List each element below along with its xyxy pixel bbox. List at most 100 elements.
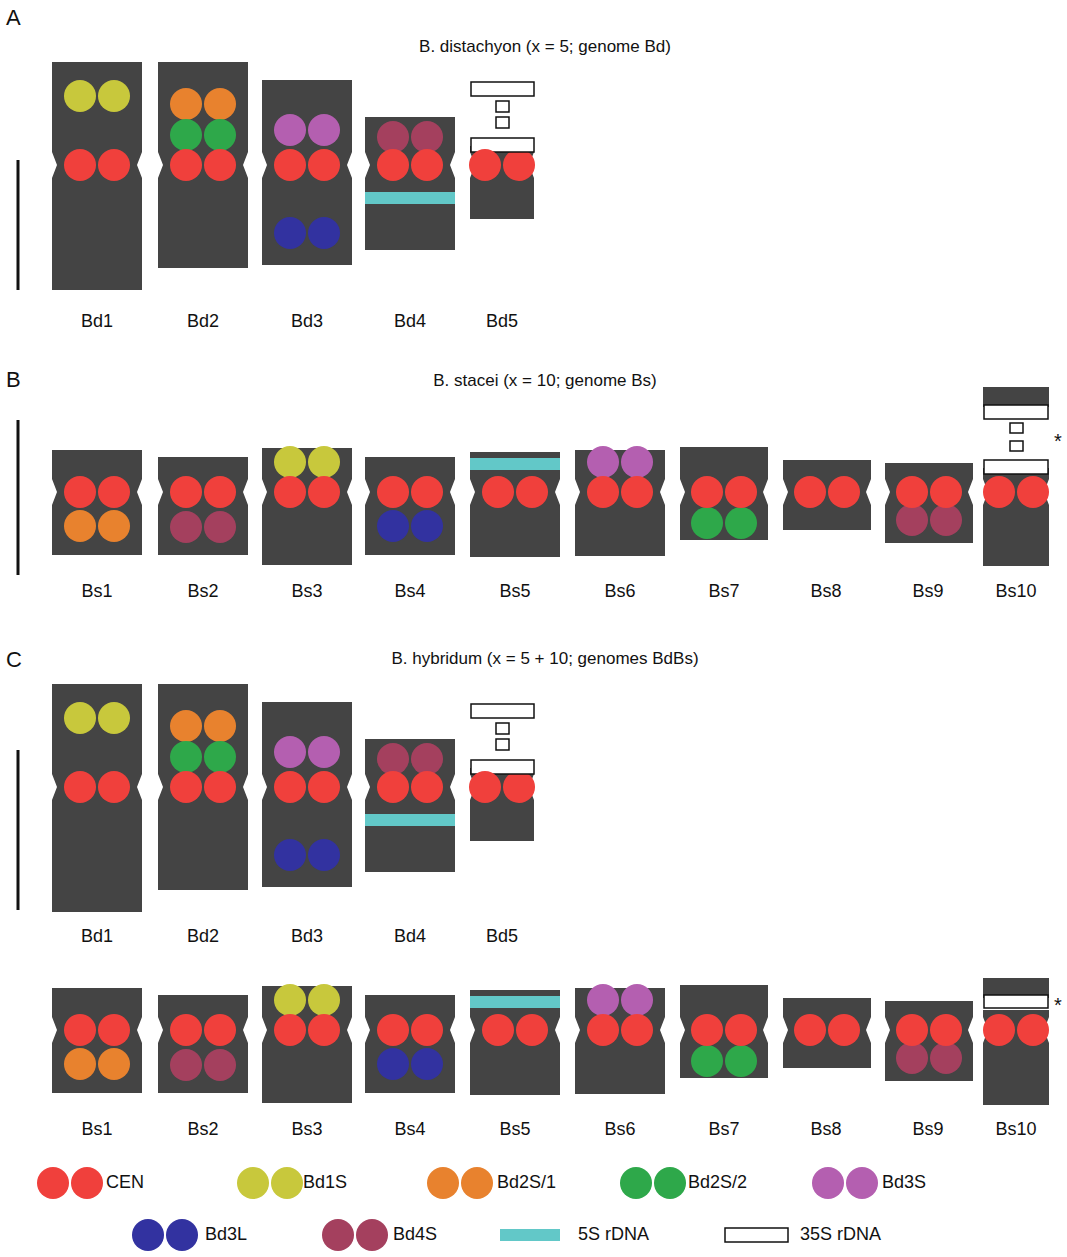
signal-dot xyxy=(98,702,130,734)
signal-dot xyxy=(308,446,340,478)
signal-dot xyxy=(204,511,236,543)
signal-dot xyxy=(170,771,202,803)
signal-dot xyxy=(503,149,535,181)
rdna-35s-box xyxy=(496,739,509,750)
signal-dot xyxy=(587,984,619,1016)
chromosome-body xyxy=(262,702,352,887)
chromosome xyxy=(885,463,973,543)
chromosome-body xyxy=(52,450,142,555)
signal-dot xyxy=(98,510,130,542)
chromosome-label: Bs10 xyxy=(995,582,1036,602)
panel-letter: C xyxy=(6,648,22,672)
signal-dot xyxy=(503,771,535,803)
signal-dot xyxy=(170,511,202,543)
signal-dot xyxy=(64,1048,96,1080)
signal-dot xyxy=(98,1014,130,1046)
chromosome xyxy=(365,117,455,250)
signal-dot xyxy=(170,88,202,120)
scale-bar xyxy=(17,750,20,910)
chromosome-body xyxy=(983,468,1049,566)
legend-label: 5S rDNA xyxy=(578,1225,649,1245)
signal-dot xyxy=(98,149,130,181)
signal-dot xyxy=(274,1014,306,1046)
chromosome-label: Bs3 xyxy=(291,582,322,602)
panel-title: B. distachyon (x = 5; genome Bd) xyxy=(419,38,671,57)
signal-dot xyxy=(411,1014,443,1046)
chromosome-body xyxy=(885,463,973,543)
signal-dot xyxy=(98,476,130,508)
chromosome xyxy=(575,984,665,1094)
chromosome xyxy=(52,988,142,1093)
signal-dot xyxy=(204,741,236,773)
signal-dot xyxy=(725,476,757,508)
signal-dot xyxy=(621,476,653,508)
signal-dot xyxy=(204,771,236,803)
signal-dot xyxy=(308,149,340,181)
chromosome-label: Bd5 xyxy=(486,927,518,947)
chromosome-body xyxy=(262,80,352,265)
chromosome-body xyxy=(470,146,534,219)
signal-dot xyxy=(691,476,723,508)
signal-dot xyxy=(828,476,860,508)
signal-dot xyxy=(983,476,1015,508)
chromosome-body xyxy=(52,988,142,1093)
rdna-35s-box xyxy=(496,117,509,128)
legend-label: Bd2S/1 xyxy=(497,1173,556,1193)
signal-dot xyxy=(896,504,928,536)
panel-title: B. stacei (x = 10; genome Bs) xyxy=(433,372,656,391)
chromosome xyxy=(783,998,871,1068)
chromosome xyxy=(680,447,768,540)
chromosome-body xyxy=(470,990,560,1095)
chromosome xyxy=(575,446,665,556)
chromosome-label: Bs8 xyxy=(810,582,841,602)
rdna-35s-box xyxy=(496,101,509,112)
chromosome-label: Bs4 xyxy=(394,582,425,602)
signal-dot xyxy=(204,149,236,181)
chromosome-label: Bd4 xyxy=(394,927,426,947)
chromosome xyxy=(158,684,248,890)
signal-dot xyxy=(271,1167,303,1199)
chromosome xyxy=(52,62,142,290)
chromosome xyxy=(365,995,455,1093)
panel-letter: B xyxy=(6,368,21,392)
signal-dot xyxy=(170,710,202,742)
signal-dot xyxy=(170,119,202,151)
chromosome-label: Bs8 xyxy=(810,1120,841,1140)
signal-dot xyxy=(377,149,409,181)
rdna-35s-box xyxy=(471,82,534,96)
signal-dot xyxy=(308,984,340,1016)
chromosome xyxy=(262,446,352,565)
signal-dot xyxy=(828,1014,860,1046)
rdna-5s-band xyxy=(365,192,455,204)
chromosome xyxy=(983,978,1049,1105)
chromosome xyxy=(680,985,768,1078)
chromosome-body xyxy=(983,387,1049,407)
signal-dot xyxy=(166,1219,198,1251)
signal-dot xyxy=(274,736,306,768)
chromosome-body xyxy=(52,62,142,290)
rdna-35s-box xyxy=(496,723,509,734)
signal-dot xyxy=(377,743,409,775)
signal-dot xyxy=(204,119,236,151)
chromosome-body xyxy=(158,995,248,1093)
legend-swatch xyxy=(37,1167,103,1199)
chromosome xyxy=(470,990,560,1095)
signal-dot xyxy=(516,1014,548,1046)
signal-dot xyxy=(411,121,443,153)
signal-dot xyxy=(71,1167,103,1199)
chromosome-label: Bd1 xyxy=(81,312,113,332)
signal-dot xyxy=(204,1049,236,1081)
signal-dot xyxy=(377,771,409,803)
signal-dot xyxy=(482,1014,514,1046)
signal-dot xyxy=(930,1014,962,1046)
scale-bar xyxy=(17,420,20,575)
signal-dot xyxy=(377,1014,409,1046)
rdna-5s-band xyxy=(470,458,560,470)
chromosome-body xyxy=(470,768,534,841)
signal-dot xyxy=(411,476,443,508)
legend-label: CEN xyxy=(106,1173,144,1193)
signal-dot xyxy=(237,1167,269,1199)
chromosome-label: Bd4 xyxy=(394,312,426,332)
signal-dot xyxy=(308,1014,340,1046)
